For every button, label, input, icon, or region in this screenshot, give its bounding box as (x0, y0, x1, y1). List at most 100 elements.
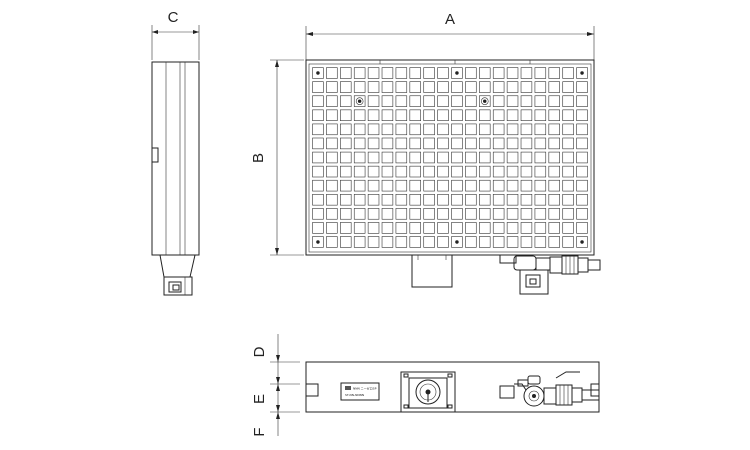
pole-cell (534, 222, 547, 234)
pole-cell (423, 194, 435, 206)
pole-cell (437, 137, 449, 150)
pole-cell (492, 222, 505, 234)
pole-cell (479, 123, 491, 136)
pole-cell (506, 151, 519, 164)
pole-cell (353, 179, 366, 192)
pole-cell (562, 95, 574, 107)
pole-cell (381, 95, 394, 107)
pole-cell (353, 222, 366, 234)
pole-cell (326, 67, 338, 79)
pole-cell (353, 123, 366, 136)
dimension-c: C (151, 9, 200, 60)
pole-cell (340, 208, 352, 220)
pole-cell (576, 137, 588, 150)
pole-cell (409, 165, 421, 178)
bolt-hole (483, 99, 487, 103)
pole-cell (423, 208, 435, 220)
nameplate-line-2: ST-NN-NNNN (345, 393, 364, 397)
pole-cell (451, 165, 463, 178)
pole-cell (506, 137, 519, 150)
bottom-block (411, 254, 453, 288)
pole-cell (353, 236, 366, 248)
dimension-a: A (305, 11, 595, 60)
pole-cell (492, 67, 505, 79)
pole-cell (548, 137, 560, 150)
pole-cell (340, 194, 352, 206)
gauge-dial (415, 379, 441, 405)
pole-cell (465, 165, 477, 178)
valve-fitting (499, 255, 601, 295)
pole-cell (479, 208, 491, 220)
side-view (151, 61, 200, 296)
pole-cell (576, 208, 588, 220)
pole-cell (451, 95, 463, 107)
pole-cell (451, 81, 463, 93)
bolt-hole (357, 99, 362, 103)
pole-cell (534, 151, 547, 164)
pole-cell (423, 123, 435, 136)
pole-cell (395, 67, 408, 79)
pole-cell (423, 95, 435, 107)
pole-cell (465, 222, 477, 234)
pole-cell (506, 123, 519, 136)
pole-cell (506, 67, 519, 79)
pole-cell (576, 165, 588, 178)
pole-cell (576, 179, 588, 192)
pole-cell (409, 151, 421, 164)
pole-cell (423, 222, 435, 234)
pole-cell (548, 236, 560, 248)
pole-cell (451, 208, 463, 220)
pole-cell (548, 179, 560, 192)
pole-cell (395, 208, 408, 220)
nameplate (340, 382, 380, 401)
pole-cell (562, 236, 574, 248)
pole-cell (353, 109, 366, 121)
pole-cell (520, 67, 533, 79)
pole-cell (367, 67, 380, 79)
pole-cell (506, 208, 519, 220)
pole-cell (506, 95, 519, 107)
pole-cell (520, 179, 533, 192)
pole-cell (381, 81, 394, 93)
pole-cell (437, 165, 449, 178)
pole-cell (520, 194, 533, 206)
pole-cell (312, 194, 324, 206)
pole-cell (353, 208, 366, 220)
pole-cell (367, 95, 380, 107)
pole-cell (437, 179, 449, 192)
dimension-label-b: B (250, 153, 267, 163)
pole-cell (520, 123, 533, 136)
pole-cell (479, 67, 491, 79)
pole-cell (506, 81, 519, 93)
pole-cell (367, 151, 380, 164)
pole-cell (340, 123, 352, 136)
pole-cell (465, 151, 477, 164)
pole-cell (465, 109, 477, 121)
pole-cell (340, 95, 352, 107)
pole-cell (465, 194, 477, 206)
pole-cell (381, 194, 394, 206)
pole-cell (465, 123, 477, 136)
pole-cell (367, 222, 380, 234)
pole-cell (492, 109, 505, 121)
mounting-hole (355, 97, 364, 105)
pole-cell (520, 151, 533, 164)
pole-cell (381, 165, 394, 178)
nameplate-line-1: NNN ニーゼロSP (353, 386, 377, 391)
pole-cell (381, 123, 394, 136)
pole-cell (437, 95, 449, 107)
dimension-label-d: D (251, 346, 268, 357)
pole-cell (340, 109, 352, 121)
pole-cell (479, 165, 491, 178)
pole-cell (340, 81, 352, 93)
pole-cell (312, 208, 324, 220)
pole-cell (562, 109, 574, 121)
pole-cell (492, 151, 505, 164)
pole-cell (312, 95, 324, 107)
pole-cell (548, 67, 560, 79)
pole-cell (409, 222, 421, 234)
pole-cell (409, 179, 421, 192)
pole-cell (548, 222, 560, 234)
pole-cell (437, 67, 449, 79)
